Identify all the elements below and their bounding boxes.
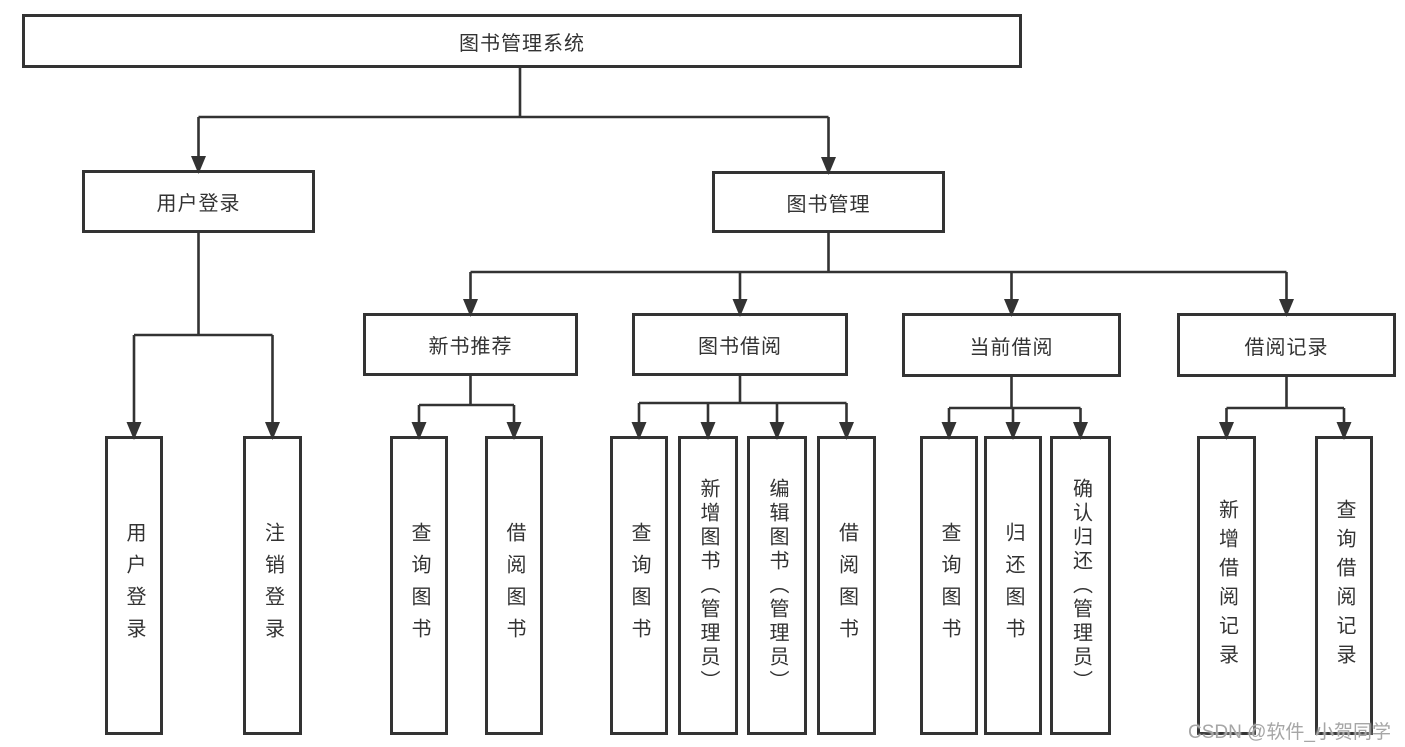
node-v-return-book: 归还图书 bbox=[984, 436, 1042, 735]
node-v-borrow-book-2: 借阅图书 bbox=[817, 436, 876, 735]
node-v-logout: 注销登录 bbox=[243, 436, 302, 735]
node-label: 用户登录 bbox=[123, 521, 145, 650]
node-borrow-record: 借阅记录 bbox=[1177, 313, 1396, 377]
node-book-mgmt: 图书管理 bbox=[712, 171, 945, 233]
node-label: 查询图书 bbox=[938, 521, 960, 650]
node-user-login: 用户登录 bbox=[82, 170, 315, 233]
node-label: 归还图书 bbox=[1002, 521, 1024, 650]
node-label: 当前借阅 bbox=[969, 336, 1054, 359]
node-label: 借阅记录 bbox=[1244, 336, 1329, 359]
node-current-borrow: 当前借阅 bbox=[902, 313, 1121, 377]
node-label: 编辑图书（管理员） bbox=[766, 477, 788, 694]
node-v-edit-book: 编辑图书（管理员） bbox=[747, 436, 807, 735]
node-v-query-book-1: 查询图书 bbox=[390, 436, 448, 735]
watermark: CSDN @软件_小贺同学 bbox=[1188, 722, 1391, 743]
node-book-borrow: 图书借阅 bbox=[632, 313, 848, 376]
node-label: 用户登录 bbox=[156, 193, 241, 215]
node-v-user-login: 用户登录 bbox=[105, 436, 163, 735]
node-label: 借阅图书 bbox=[503, 521, 525, 650]
node-label: 新增图书（管理员） bbox=[697, 477, 719, 694]
node-v-add-book: 新增图书（管理员） bbox=[678, 436, 738, 735]
node-label: 新书推荐 bbox=[428, 336, 513, 358]
node-label: 确认归还（管理员） bbox=[1069, 477, 1092, 694]
node-label: 查询借阅记录 bbox=[1333, 498, 1355, 673]
node-v-query-borrow-rec: 查询借阅记录 bbox=[1315, 436, 1373, 735]
node-root: 图书管理系统 bbox=[22, 14, 1022, 68]
node-label: 借阅图书 bbox=[835, 521, 858, 650]
node-label: 图书借阅 bbox=[698, 336, 782, 358]
node-v-confirm-return: 确认归还（管理员） bbox=[1050, 436, 1111, 735]
node-v-borrow-book-1: 借阅图书 bbox=[485, 436, 543, 735]
node-label: 查询图书 bbox=[408, 521, 430, 650]
node-label: 新增借阅记录 bbox=[1215, 498, 1238, 673]
node-label: 图书管理 bbox=[786, 193, 871, 216]
node-label: 图书管理系统 bbox=[459, 32, 585, 55]
node-v-query-book-3: 查询图书 bbox=[920, 436, 978, 735]
node-label: 注销登录 bbox=[261, 521, 284, 650]
node-v-add-borrow-rec: 新增借阅记录 bbox=[1197, 436, 1256, 735]
node-label: 查询图书 bbox=[628, 521, 650, 650]
node-v-query-book-2: 查询图书 bbox=[610, 436, 668, 735]
node-new-book-rec: 新书推荐 bbox=[363, 313, 578, 376]
